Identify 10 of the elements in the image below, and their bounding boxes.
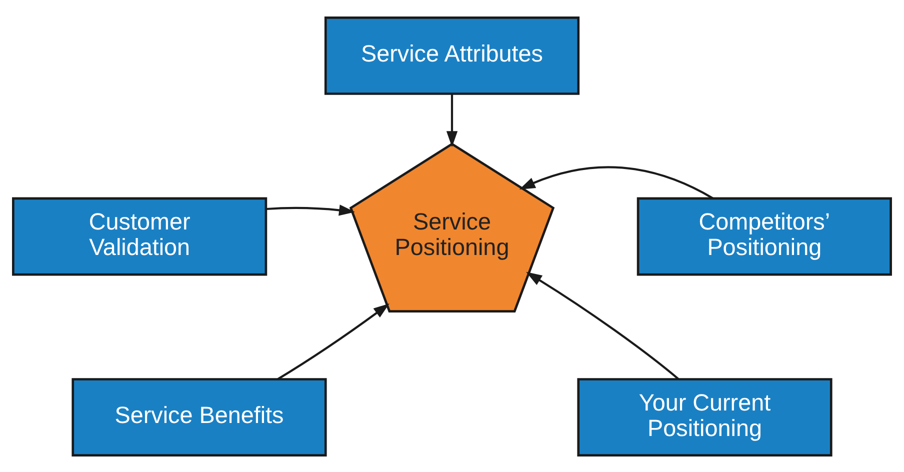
arrow bbox=[519, 166, 714, 199]
arrow bbox=[277, 302, 390, 380]
node-box: Customer Validation bbox=[12, 196, 268, 276]
arrow bbox=[446, 93, 458, 147]
node-box: Your Current Positioning bbox=[577, 378, 832, 456]
node-box: Service Attributes bbox=[324, 16, 580, 94]
arrow bbox=[266, 204, 355, 216]
node-box: Service Benefits bbox=[72, 378, 327, 456]
node-box: Competitors’ Positioning bbox=[636, 196, 892, 276]
arrow bbox=[526, 271, 680, 380]
